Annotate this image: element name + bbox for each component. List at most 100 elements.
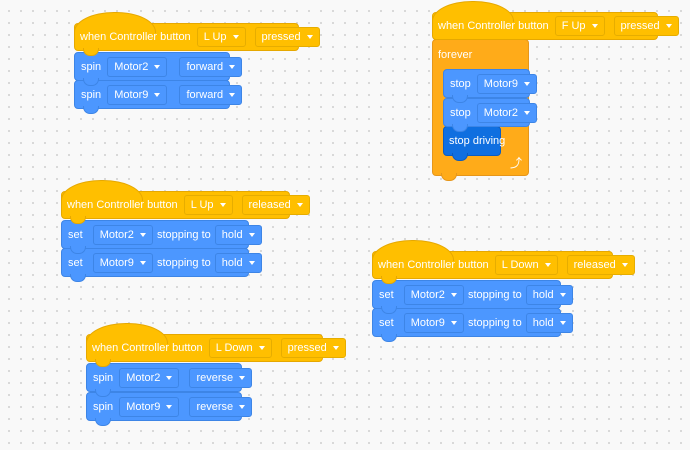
hat-hump [61,180,143,201]
caret-down-icon [621,263,628,267]
block-verb: spin [93,400,114,413]
caret-down-icon [296,203,303,207]
spin-motor-block[interactable]: spin Motor2 forward [74,52,243,86]
direction-dropdown[interactable]: reverse [189,367,253,388]
action-dropdown[interactable]: pressed [280,338,346,358]
action-value: pressed [620,20,660,32]
block-notch [441,173,457,181]
block-verb: set [68,228,83,241]
direction-dropdown[interactable]: forward [179,84,243,105]
caret-down-icon [154,64,161,69]
motor-dropdown[interactable]: Motor9 [476,73,538,94]
motor-dropdown[interactable]: Motor9 [119,396,180,417]
mode-dropdown[interactable]: hold [525,312,573,333]
button-dropdown[interactable]: F Up [554,16,605,36]
block-label: stop driving [449,135,506,147]
mode-dropdown[interactable]: hold [214,224,262,245]
hat-label: when Controller button [438,20,549,32]
block-verb: spin [93,371,114,384]
mode-value: hold [532,288,554,301]
caret-down-icon [450,320,457,325]
action-dropdown[interactable]: pressed [613,16,679,36]
button-dropdown[interactable]: L Up [196,27,246,47]
caret-down-icon [248,232,255,237]
motor-dropdown[interactable]: Motor2 [476,102,538,123]
set-stopping-block[interactable]: set Motor2 stopping to hold [61,220,262,254]
block-text: stopping to [156,256,211,269]
spin-motor-block[interactable]: spin Motor2 reverse [86,363,253,397]
button-value: L Up [190,199,214,211]
block-verb: stop [450,106,471,119]
set-stopping-block[interactable]: set Motor9 stopping to hold [372,308,573,342]
action-value: released [248,199,291,211]
direction-value: reverse [196,400,234,413]
set-stopping-block[interactable]: set Motor2 stopping to hold [372,280,573,314]
caret-down-icon [166,404,173,409]
caret-down-icon [450,292,457,297]
direction-dropdown[interactable]: forward [179,56,243,77]
hat-hump [86,323,168,344]
action-dropdown[interactable]: released [566,255,635,275]
when-controller-button-hat[interactable]: when Controller button L Down pressed [86,323,346,367]
motor-value: Motor9 [126,400,161,413]
stop-driving-block[interactable]: stop driving [443,126,505,161]
spin-motor-block[interactable]: spin Motor9 reverse [86,392,253,426]
action-dropdown[interactable]: released [241,195,310,215]
caret-down-icon [166,375,173,380]
button-value: L Down [501,259,539,271]
direction-value: forward [186,60,224,73]
action-value: released [573,259,616,271]
motor-dropdown[interactable]: Motor2 [403,284,464,305]
motor-dropdown[interactable]: Motor2 [92,224,153,245]
motor-value: Motor9 [483,77,519,90]
mode-value: hold [532,316,554,329]
hat-label: when Controller button [378,259,489,271]
motor-value: Motor9 [410,316,445,329]
motor-dropdown[interactable]: Motor2 [107,56,168,77]
motor-value: Motor2 [114,60,149,73]
when-controller-button-hat[interactable]: when Controller button F Up pressed [432,1,679,40]
caret-down-icon [544,263,551,267]
mode-dropdown[interactable]: hold [214,252,262,273]
caret-down-icon [559,320,566,325]
block-verb: spin [81,88,102,101]
caret-down-icon [591,24,598,28]
block-verb: set [379,316,394,329]
mode-dropdown[interactable]: hold [525,284,573,305]
block-verb: stop [450,77,471,90]
caret-down-icon [332,346,339,350]
caret-down-icon [239,375,246,380]
hat-hump [372,240,454,261]
hat-label: when Controller button [80,31,191,43]
block-notch [70,274,86,282]
motor-dropdown[interactable]: Motor9 [92,252,153,273]
spin-motor-block[interactable]: spin Motor9 forward [74,80,243,114]
button-dropdown[interactable]: L Down [208,338,272,358]
action-dropdown[interactable]: pressed [254,27,320,47]
action-value: pressed [261,31,301,43]
block-verb: set [379,288,394,301]
set-stopping-block[interactable]: set Motor9 stopping to hold [61,248,262,282]
caret-down-icon [232,35,239,39]
button-dropdown[interactable]: L Down [494,255,558,275]
motor-dropdown[interactable]: Motor9 [403,312,464,333]
block-verb: spin [81,60,102,73]
button-value: F Up [561,20,586,32]
when-controller-button-hat[interactable]: when Controller button L Up pressed [74,12,320,56]
motor-dropdown[interactable]: Motor2 [119,367,180,388]
caret-down-icon [219,203,226,207]
when-controller-button-hat[interactable]: when Controller button L Down released [372,240,635,284]
direction-dropdown[interactable]: reverse [189,396,253,417]
motor-dropdown[interactable]: Motor9 [107,84,168,105]
block-text: stopping to [156,228,211,241]
when-controller-button-hat[interactable]: when Controller button L Up released [61,180,310,224]
button-dropdown[interactable]: L Up [183,195,233,215]
caret-down-icon [154,92,161,97]
caret-down-icon [239,404,246,409]
stop-motor-block[interactable]: stop Motor9 [443,69,538,103]
motor-value: Motor9 [114,88,149,101]
button-value: L Down [215,342,253,354]
caret-down-icon [258,346,265,350]
mode-value: hold [221,256,243,269]
caret-down-icon [665,24,672,28]
